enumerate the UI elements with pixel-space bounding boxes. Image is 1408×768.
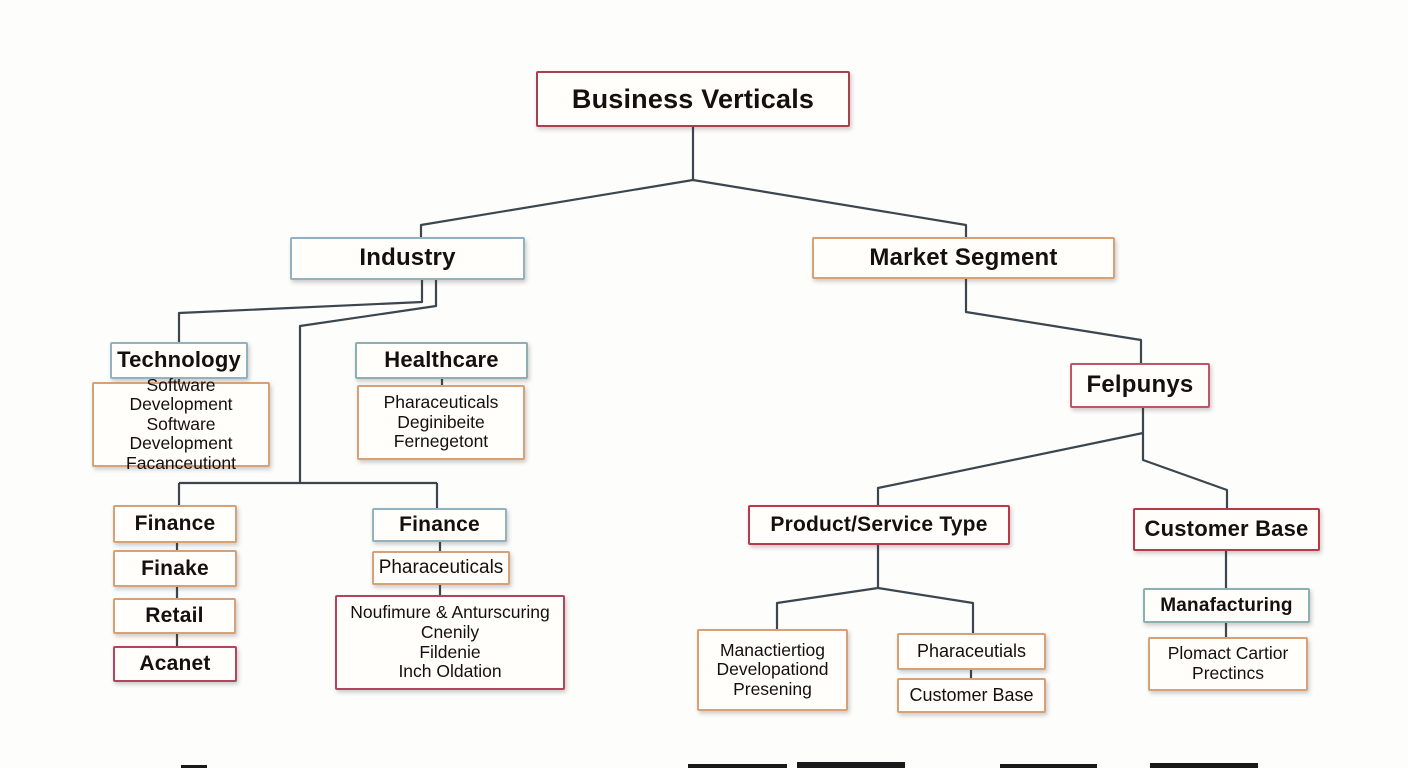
connector-felpunys-product <box>876 408 1145 505</box>
node-finance-mid: Finance <box>372 508 507 542</box>
node-industry: Industry <box>290 237 525 280</box>
connector-felpunys-customer <box>1141 433 1229 508</box>
node-plomact-detail: Plomact Cartior Prectincs <box>1148 637 1308 691</box>
connector-product-pharaceutials <box>877 586 975 633</box>
node-healthcare-detail: Pharaceuticals Deginibeite Fernegetont <box>357 385 525 460</box>
bottom-crop-artifact <box>181 765 207 768</box>
node-customer-base-small: Customer Base <box>897 678 1046 713</box>
connector-market-felpunys <box>964 279 1143 363</box>
node-pharaceuticals-mid: Pharaceuticals <box>372 551 510 585</box>
connector-industry-technology <box>177 280 424 342</box>
bottom-crop-artifact <box>1000 764 1097 768</box>
node-technology-detail: Software Development Software Developmen… <box>92 375 270 473</box>
node-healthcare: Healthcare <box>355 342 528 379</box>
connector-root-market-segment <box>692 178 968 237</box>
node-finance-left: Finance <box>113 505 237 543</box>
node-finake: Finake <box>113 550 237 587</box>
node-retail: Retail <box>113 598 236 634</box>
node-product-service-type: Product/Service Type <box>748 505 1010 545</box>
connector-root-industry <box>419 178 694 237</box>
node-manactiertiog-detail: Manactiertiog Developationd Presening <box>697 629 848 711</box>
node-acanet: Acanet <box>113 646 237 682</box>
node-customer-base: Customer Base <box>1133 508 1320 551</box>
connector-product-manactiertiog <box>775 545 880 629</box>
node-market-segment: Market Segment <box>812 237 1115 279</box>
node-finance-mid-detail: Noufimure & Anturscuring Cnenily Fildeni… <box>335 595 565 690</box>
bottom-crop-artifact <box>688 764 787 768</box>
node-pharaceutials: Pharaceutials <box>897 633 1046 670</box>
bottom-crop-artifact <box>797 762 905 768</box>
node-technology: Technology <box>110 342 248 379</box>
node-business-verticals: Business Verticals <box>536 71 850 127</box>
node-felpunys: Felpunys <box>1070 363 1210 408</box>
bottom-crop-artifact <box>1150 763 1258 768</box>
node-manafacturing: Manafacturing <box>1143 588 1310 623</box>
